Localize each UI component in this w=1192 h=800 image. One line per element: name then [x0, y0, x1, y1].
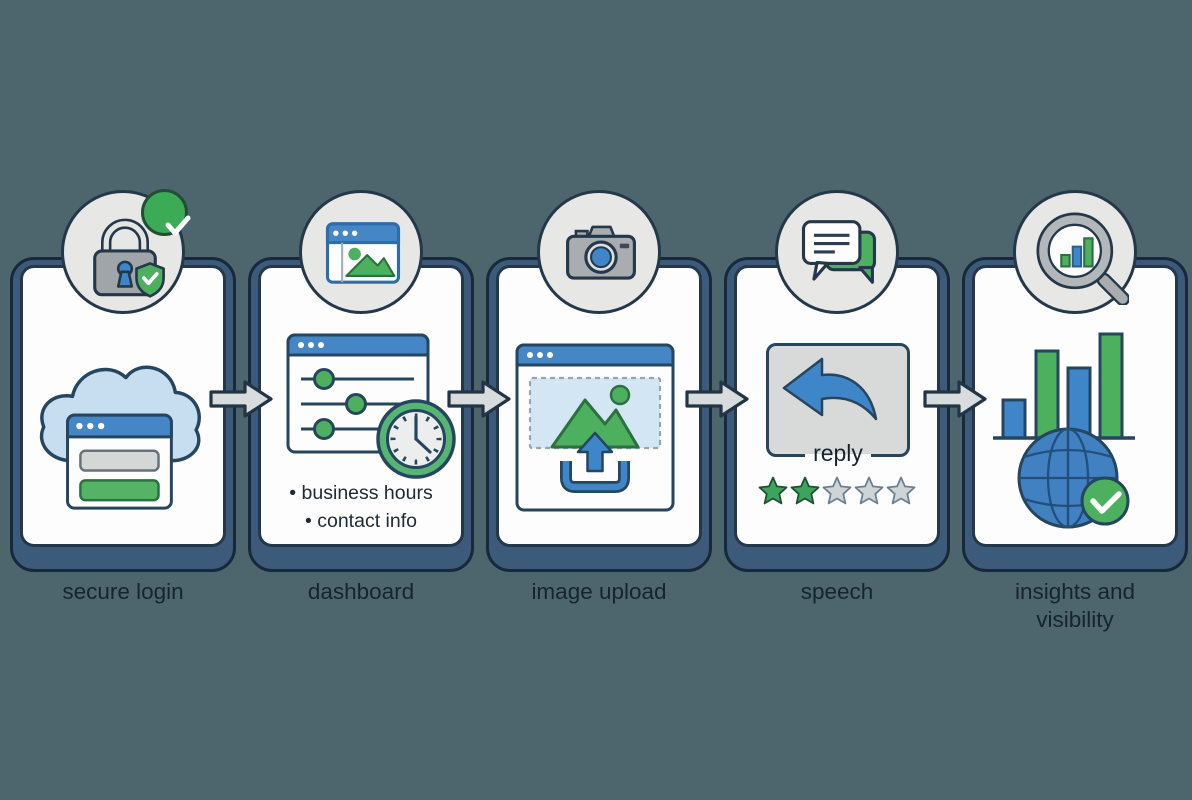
step-card-speech: reply speech	[724, 190, 950, 604]
cloud-login-window-icon	[39, 365, 201, 510]
clock-icon	[376, 399, 456, 479]
flow-arrow-icon	[685, 380, 749, 418]
step-card-insights: insights and visibility	[962, 190, 1188, 632]
step-card-dashboard: • business hours • contact info dashboar…	[248, 190, 474, 604]
badge-circle	[299, 190, 423, 314]
star-icon	[790, 476, 820, 505]
bullet-item: • contact info	[305, 510, 417, 532]
step-label: speech	[800, 579, 874, 604]
image-upload-window-icon	[515, 343, 675, 512]
step-label: insights and visibility	[1014, 579, 1136, 632]
camera-icon	[566, 225, 636, 280]
magnifier-bar-chart-icon	[1036, 212, 1129, 305]
flow-arrow-icon	[209, 380, 273, 418]
bullet-item: • business hours	[289, 482, 433, 504]
step-card-secure-login: secure login	[10, 189, 236, 604]
star-icon	[758, 476, 788, 505]
chat-bubbles-icon	[801, 220, 877, 284]
badge-circle	[775, 190, 899, 314]
reply-arrow-icon	[782, 357, 878, 421]
star-icon	[854, 476, 884, 505]
browser-image-icon	[325, 222, 401, 284]
step-label: secure login	[62, 579, 184, 604]
badge-circle	[1013, 190, 1137, 314]
padlock-shield-check-icon	[93, 218, 165, 298]
flow-arrow-icon	[923, 380, 987, 418]
check-circle-icon	[1080, 476, 1130, 526]
star-icon	[886, 476, 916, 505]
reply-panel	[766, 343, 910, 457]
reply-label: reply	[766, 440, 910, 466]
flow-arrow-icon	[447, 380, 511, 418]
step-label: image upload	[531, 579, 667, 604]
step-label: dashboard	[307, 579, 415, 604]
settings-window-clock-icon	[286, 333, 456, 479]
badge-circle	[537, 190, 661, 314]
star-rating	[758, 476, 916, 506]
feature-bullets: • business hours • contact info	[248, 479, 474, 535]
check-circle-icon	[141, 189, 191, 236]
step-card-image-upload: image upload	[486, 190, 712, 604]
badge-circle	[61, 189, 191, 314]
bar-chart-globe-check-icon	[993, 332, 1135, 529]
star-icon	[822, 476, 852, 505]
